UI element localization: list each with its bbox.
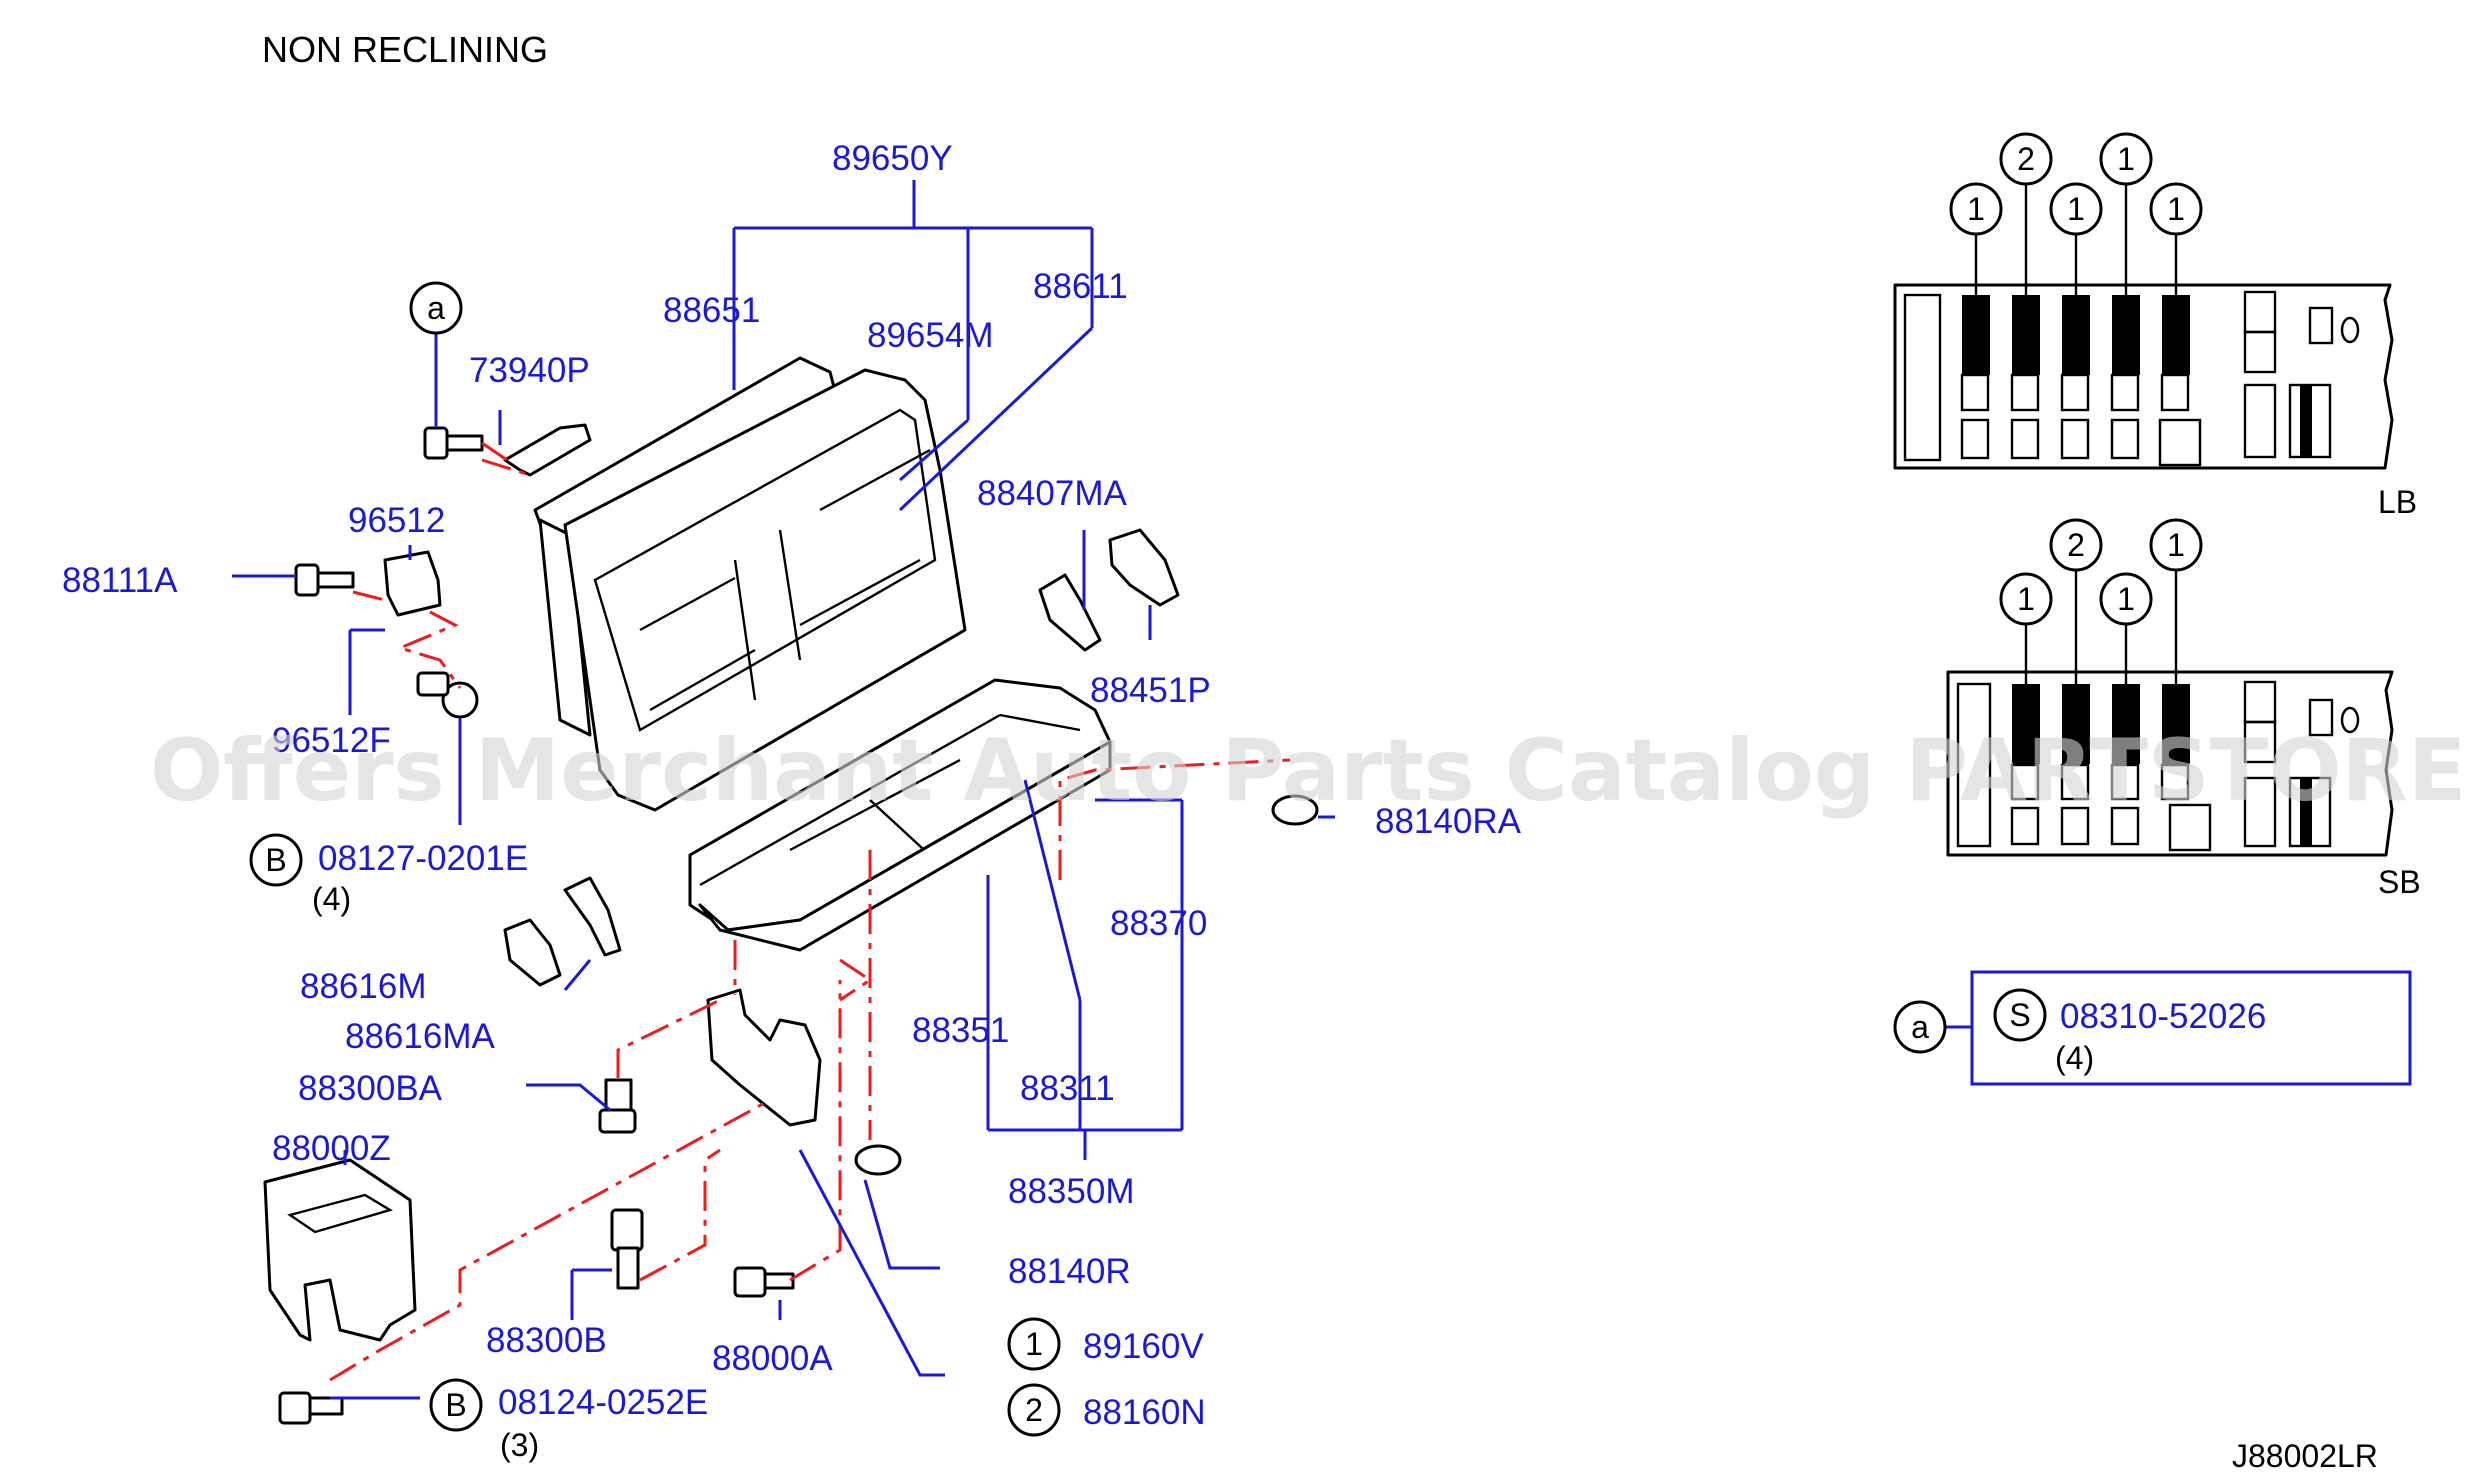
part-88616M[interactable]: 88616M — [300, 967, 426, 1006]
marker-b-upper: B — [265, 842, 286, 878]
part-88407MA[interactable]: 88407MA — [977, 474, 1127, 513]
part-number-labels: 89650Y 88651 89654M 88611 73940P 96512 8… — [62, 139, 2266, 1432]
part-89160V[interactable]: 89160V — [1083, 1327, 1204, 1366]
panel-lb-label: LB — [2378, 484, 2417, 520]
panel-sb-label: SB — [2378, 864, 2421, 900]
lb-marker-2: 2 — [2017, 141, 2035, 177]
part-88616MA[interactable]: 88616MA — [345, 1017, 495, 1056]
marker-a-top: a — [427, 290, 445, 326]
circle-markers: a B B 1 2 — [249, 281, 1061, 1437]
qty-08310-52026: (4) — [2055, 1040, 2094, 1076]
marker-2-88160N: 2 — [1025, 1392, 1043, 1428]
part-88351[interactable]: 88351 — [912, 1011, 1009, 1050]
panel-sb: 1 2 1 1 SB — [1946, 518, 2421, 900]
marker-b-lower: B — [445, 1387, 466, 1423]
part-88611[interactable]: 88611 — [1033, 267, 1128, 306]
part-88140R[interactable]: 88140R — [1008, 1252, 1131, 1291]
part-96512F[interactable]: 96512F — [272, 721, 391, 760]
marker-1-89160V: 1 — [1025, 1326, 1043, 1362]
seat-drawing — [263, 356, 1319, 1425]
part-08127-0201E[interactable]: 08127-0201E — [318, 839, 528, 878]
sb-marker-1a: 1 — [2017, 581, 2035, 617]
sb-marker-2: 2 — [2067, 527, 2085, 563]
diagram-title: NON RECLINING — [262, 29, 548, 70]
part-88000Z[interactable]: 88000Z — [272, 1129, 391, 1168]
part-08124-0252E[interactable]: 08124-0252E — [498, 1383, 708, 1422]
part-88651[interactable]: 88651 — [663, 291, 760, 330]
sb-marker-1c: 1 — [2167, 527, 2185, 563]
part-88300BA[interactable]: 88300BA — [298, 1069, 443, 1108]
part-88111A[interactable]: 88111A — [62, 561, 178, 600]
lb-marker-1d: 1 — [2167, 191, 2185, 227]
reference-box-a: a S — [1893, 970, 2412, 1086]
part-88370[interactable]: 88370 — [1110, 904, 1207, 943]
part-88311[interactable]: 88311 — [1020, 1069, 1115, 1108]
ref-marker-a: a — [1911, 1009, 1929, 1045]
part-73940P[interactable]: 73940P — [469, 351, 590, 390]
lb-marker-1a: 1 — [1967, 191, 1985, 227]
watermark: Offers Merchant Auto Parts Catalog PARTS… — [150, 721, 2471, 821]
qty-08124-0252E: (3) — [500, 1427, 539, 1463]
part-88300B[interactable]: 88300B — [486, 1321, 607, 1360]
panel-lb: 1 2 1 1 1 LB — [1893, 132, 2417, 520]
part-88350M[interactable]: 88350M — [1008, 1172, 1134, 1211]
lb-marker-1c: 1 — [2117, 141, 2135, 177]
assembly-guide-lines — [329, 441, 1291, 1382]
part-89654M[interactable]: 89654M — [867, 316, 993, 355]
quantity-labels: (4) (3) (4) — [312, 881, 2094, 1463]
ref-marker-s: S — [2009, 997, 2030, 1033]
part-88451P[interactable]: 88451P — [1090, 671, 1211, 710]
part-08310-52026[interactable]: 08310-52026 — [2060, 997, 2266, 1036]
lb-marker-1b: 1 — [2067, 191, 2085, 227]
leader-lines — [232, 180, 1335, 1400]
part-88000A[interactable]: 88000A — [712, 1339, 833, 1378]
sb-marker-1b: 1 — [2117, 581, 2135, 617]
qty-08127-0201E: (4) — [312, 881, 351, 917]
drawing-code: J88002LR — [2232, 1438, 2378, 1474]
part-89650Y[interactable]: 89650Y — [832, 139, 953, 178]
part-88160N[interactable]: 88160N — [1083, 1393, 1206, 1432]
part-88140RA[interactable]: 88140RA — [1375, 802, 1522, 841]
part-96512[interactable]: 96512 — [348, 501, 445, 540]
